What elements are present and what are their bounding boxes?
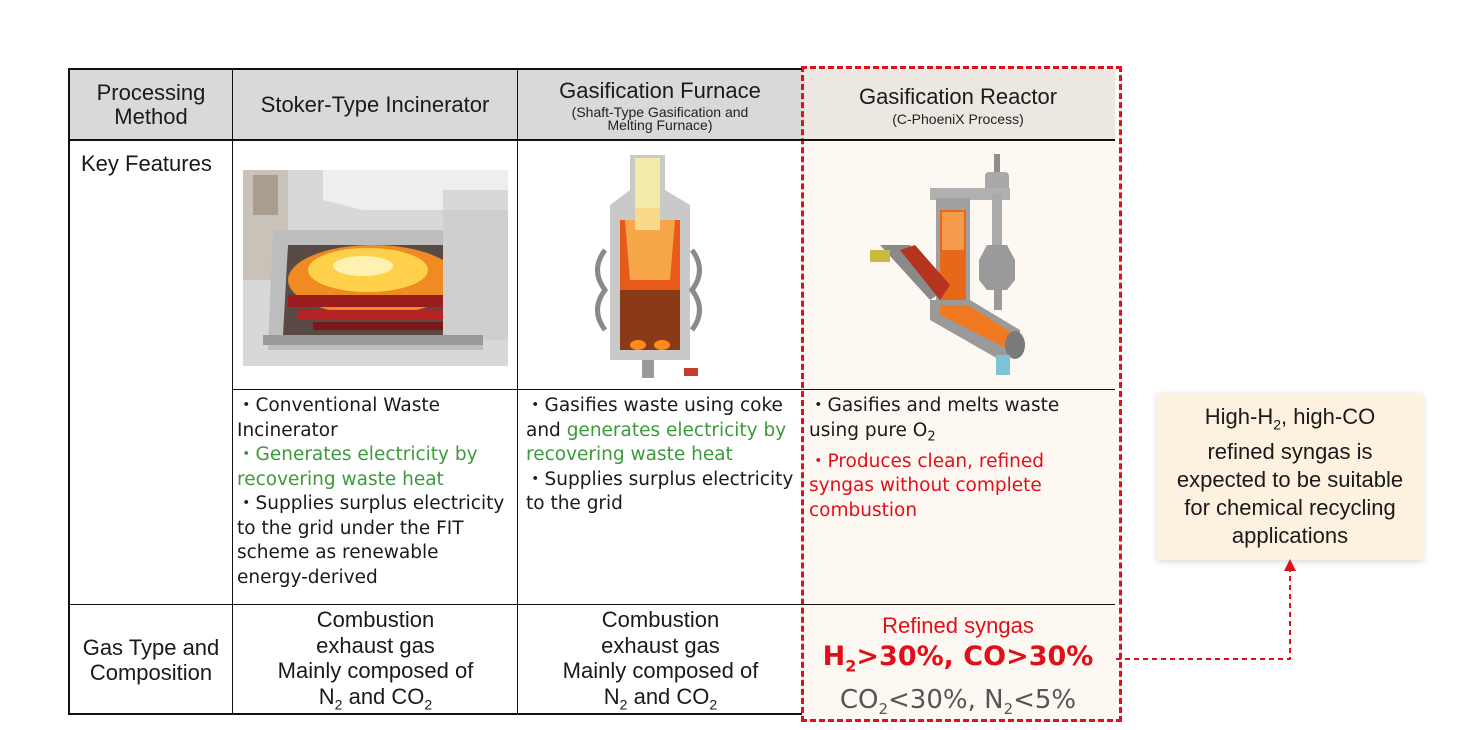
feature-item: ・Gasifies and melts waste using pure O2: [809, 395, 1060, 445]
table-col-divider-1: [232, 69, 233, 714]
features-gasification-furnace: ・Gasifies waste using coke and generates…: [526, 394, 796, 517]
reactor-column-highlight: [801, 66, 1122, 722]
header-processing-method: Processing Method: [96, 80, 206, 129]
table-border-top: [69, 68, 802, 70]
feature-item: ・Supplies surplus electricity to the gri…: [526, 468, 794, 515]
gas-gasification-reactor: Refined syngas H2>30%, CO>30% CO2<30%, N…: [803, 612, 1113, 727]
features-gasification-reactor: ・Gasifies and melts waste using pure O2 …: [809, 394, 1105, 523]
row-label-key-features: Key Features: [81, 151, 212, 176]
row-label-gas-type: Gas Type and Composition: [82, 635, 220, 685]
header-gasification-reactor: Gasification Reactor (C-PhoeniX Process): [858, 83, 1058, 127]
table-line-images: [232, 389, 1115, 390]
feature-item: ・Supplies surplus electricity to the gri…: [237, 493, 505, 588]
features-stoker: ・Conventional Waste Incinerator ・Generat…: [237, 394, 515, 590]
feature-item: ・Conventional Waste Incinerator: [237, 395, 441, 441]
feature-highlight: generates electricity by recovering wast…: [526, 419, 787, 466]
feature-item: ・Gasifies waste using coke and generates…: [526, 395, 787, 466]
callout-connector-arrow: [1116, 559, 1296, 660]
header-gasification-furnace: Gasification Furnace (Shaft-Type Gasific…: [559, 77, 761, 133]
table-border-left: [68, 68, 70, 715]
header-stoker: Stoker-Type Incinerator: [260, 92, 490, 117]
table-border-header: [69, 139, 1115, 141]
co2-n2-composition: CO2<30%, N2<5%: [839, 685, 1077, 719]
gasification-furnace-image: [580, 150, 715, 382]
table-border-bottom: [69, 713, 802, 715]
feature-item-highlight: ・Produces clean, refined syngas without …: [809, 450, 1044, 521]
feature-item-highlight: ・Generates electricity by recovering was…: [237, 444, 478, 490]
gas-gasification-furnace: Combustion exhaust gas Mainly composed o…: [562, 607, 759, 712]
table-line-features: [69, 604, 1115, 605]
h2-co-composition: H2>30%, CO>30%: [822, 641, 1094, 676]
syngas-callout: High-H2, high-CO refined syngas is expec…: [1157, 393, 1423, 560]
stoker-incinerator-image: [243, 170, 508, 366]
gas-stoker: Combustion exhaust gas Mainly composed o…: [277, 607, 474, 712]
gasification-reactor-image: [870, 150, 1045, 385]
table-col-divider-2: [517, 69, 518, 714]
